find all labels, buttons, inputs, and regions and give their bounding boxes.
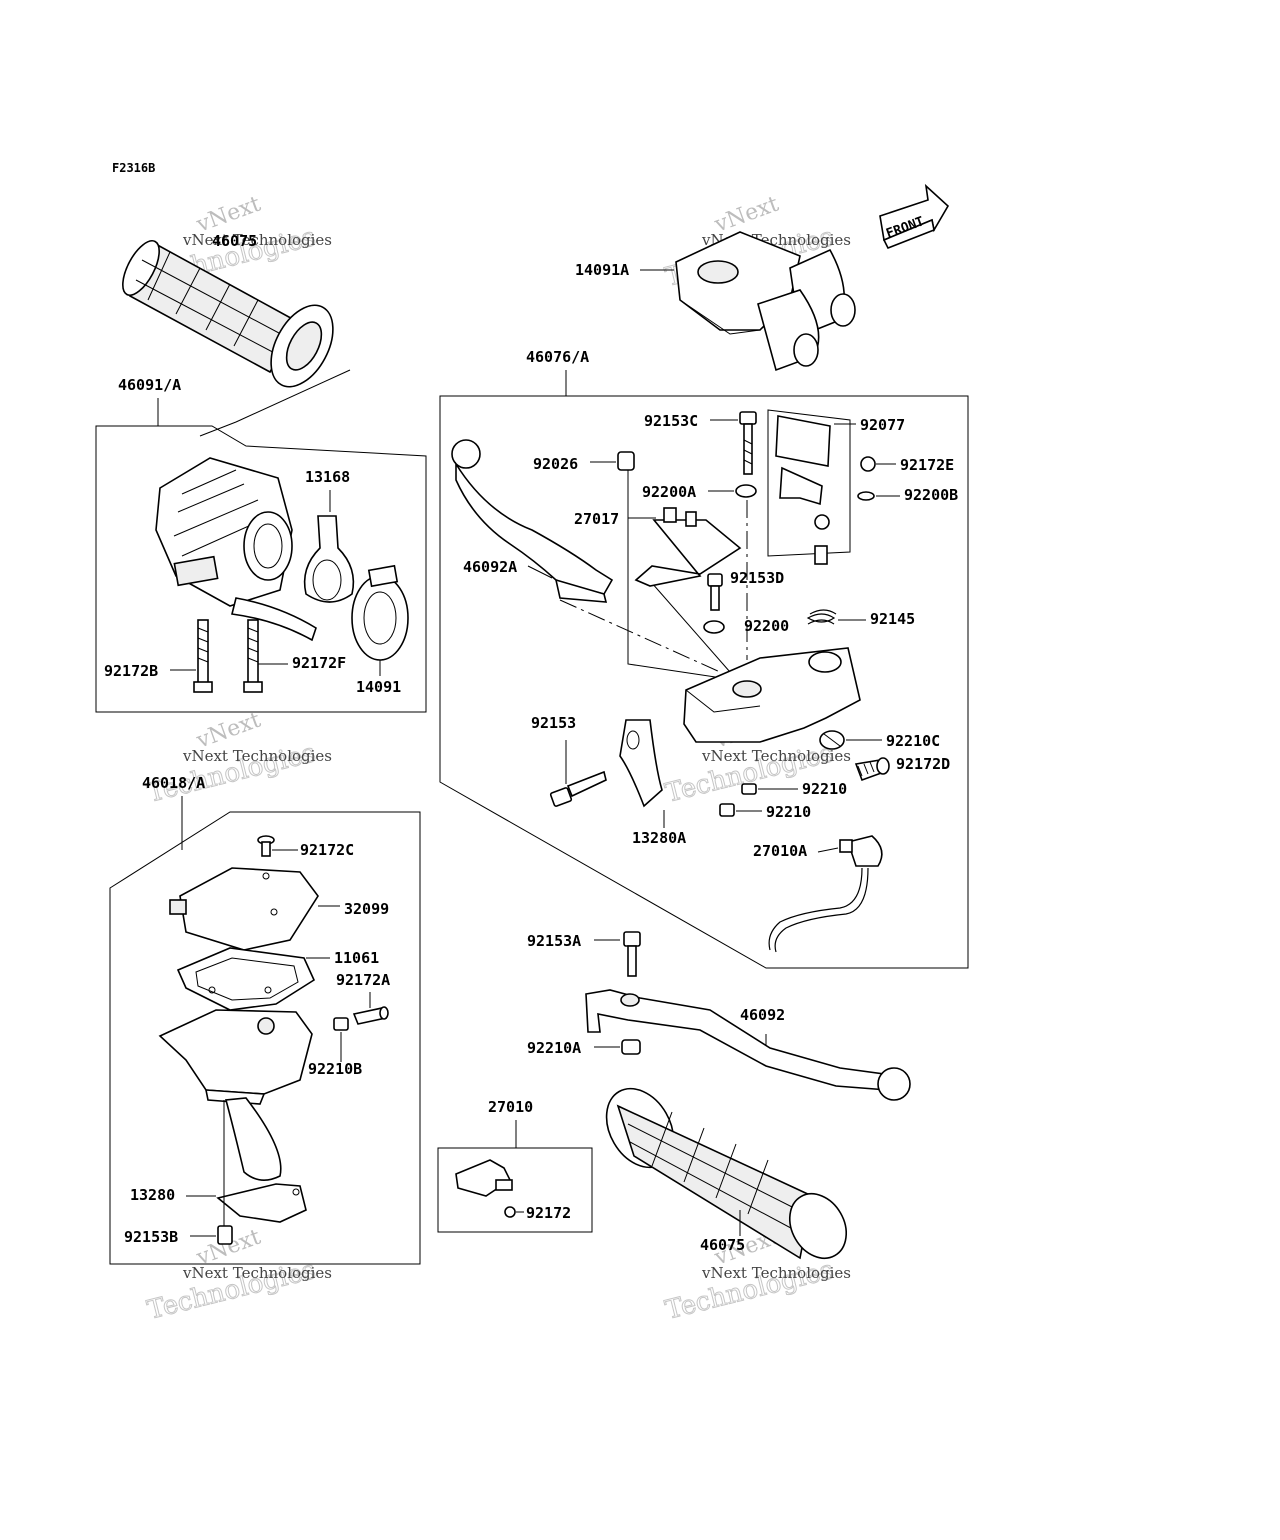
label-27017: 27017 <box>574 510 619 528</box>
label-14091: 14091 <box>356 678 401 696</box>
label-46075-top: 46075 <box>212 232 257 250</box>
screw-92172D[interactable] <box>854 757 890 782</box>
handlebar-grip-right[interactable] <box>593 1077 857 1269</box>
part-14091A-housing[interactable] <box>675 231 856 372</box>
svg-text:vNext Technologies: vNext Technologies <box>701 1264 851 1282</box>
nut-92210-a[interactable] <box>741 783 757 795</box>
handlebar-switch-housing[interactable] <box>155 457 317 642</box>
label-27010: 27010 <box>488 1098 533 1116</box>
label-11061: 11061 <box>334 949 379 967</box>
switch-27010[interactable] <box>455 1159 513 1197</box>
label-92210-a: 92210 <box>802 780 847 798</box>
label-92172B: 92172B <box>104 662 158 680</box>
svg-text:vNext Technologies: vNext Technologies <box>182 747 332 765</box>
label-92077: 92077 <box>860 416 905 434</box>
label-46018A: 46018/A <box>142 774 205 792</box>
label-46091A: 46091/A <box>118 376 181 394</box>
label-92200B: 92200B <box>904 486 958 504</box>
diagram-code: F2316B <box>112 161 155 175</box>
label-92172F: 92172F <box>292 654 346 672</box>
label-13280A: 13280A <box>632 829 686 847</box>
label-92210A: 92210A <box>527 1039 581 1057</box>
label-92172E: 92172E <box>900 456 954 474</box>
washer-92200A[interactable] <box>735 484 757 498</box>
label-46075-bottom: 46075 <box>700 1236 745 1254</box>
switch-27010A[interactable] <box>768 835 883 953</box>
label-92153A: 92153A <box>527 932 581 950</box>
bolt-92153C[interactable] <box>739 411 757 475</box>
label-92172D: 92172D <box>896 755 950 773</box>
reservoir-cover-32099[interactable] <box>169 867 319 951</box>
nut-92210-b[interactable] <box>719 803 735 817</box>
nut-92210B[interactable] <box>333 1017 349 1031</box>
bolt-92153D[interactable] <box>707 573 723 611</box>
label-92200A: 92200A <box>642 483 696 501</box>
label-92210B: 92210B <box>308 1060 362 1078</box>
bolt-92153A[interactable] <box>623 931 641 977</box>
lever-46092A[interactable] <box>451 439 614 603</box>
box-46018A <box>109 811 421 1265</box>
screw-92172E[interactable] <box>860 456 876 472</box>
handlebar-grip-left[interactable] <box>115 235 345 397</box>
box-46091A <box>95 425 427 713</box>
label-92026: 92026 <box>533 455 578 473</box>
label-92145: 92145 <box>870 610 915 628</box>
label-92153B: 92153B <box>124 1228 178 1246</box>
label-92153: 92153 <box>531 714 576 732</box>
master-cylinder-body[interactable] <box>683 647 861 743</box>
label-27010A: 27010A <box>753 842 807 860</box>
switch-assembly-group: 46091/A 13168 14091 92172B <box>95 376 427 713</box>
label-32099: 32099 <box>344 900 389 918</box>
screw-92172A[interactable] <box>352 1006 389 1025</box>
screw-92172B[interactable] <box>193 619 213 693</box>
label-92172: 92172 <box>526 1204 571 1222</box>
bolt-92153[interactable] <box>549 770 607 807</box>
bolt-92153B[interactable] <box>217 1225 233 1245</box>
gasket-11061[interactable] <box>176 947 316 1011</box>
label-92172A: 92172A <box>336 971 390 989</box>
screw-92172[interactable] <box>504 1206 516 1218</box>
master-cylinder-reservoir[interactable] <box>158 1009 313 1181</box>
clamp-13280A[interactable] <box>619 719 663 808</box>
part-14091-clamp[interactable] <box>351 564 409 661</box>
label-46092A: 46092A <box>463 558 517 576</box>
svg-text:vNext Technologies: vNext Technologies <box>182 1264 332 1282</box>
switch-92077[interactable] <box>775 415 831 565</box>
label-13168: 13168 <box>305 468 350 486</box>
nut-92210A[interactable] <box>621 1039 641 1055</box>
bushing-92026[interactable] <box>617 451 635 471</box>
switch-27017[interactable] <box>634 507 742 587</box>
box-27010 <box>437 1147 593 1233</box>
label-46076A: 46076/A <box>526 348 589 366</box>
label-13280: 13280 <box>130 1186 175 1204</box>
watermark-mid-left: vNext Technologies vNext Technologies <box>144 708 332 810</box>
box-92077 <box>767 409 851 557</box>
label-92200: 92200 <box>744 617 789 635</box>
label-92172C: 92172C <box>300 841 354 859</box>
part-13168-bracket[interactable] <box>303 515 355 603</box>
svg-text:vNext Technologies: vNext Technologies <box>182 231 332 249</box>
box-46076A <box>439 395 969 969</box>
label-92153D: 92153D <box>730 569 784 587</box>
clamp-13280[interactable] <box>216 1183 307 1223</box>
screw-92172C[interactable] <box>257 835 275 857</box>
spring-92145[interactable] <box>806 609 837 625</box>
label-92210C: 92210C <box>886 732 940 750</box>
label-46092: 46092 <box>740 1006 785 1024</box>
label-14091A: 14091A <box>575 261 629 279</box>
washer-92200B[interactable] <box>857 491 875 501</box>
front-direction-arrow: FRONT <box>879 183 950 250</box>
screw-92172F[interactable] <box>243 619 263 693</box>
label-92153C: 92153C <box>644 412 698 430</box>
svg-text:vNext Technologies: vNext Technologies <box>701 747 851 765</box>
washer-92200[interactable] <box>703 620 725 634</box>
lever-46092[interactable] <box>585 989 911 1101</box>
nut-92210C[interactable] <box>819 730 845 750</box>
label-92210-b: 92210 <box>766 803 811 821</box>
